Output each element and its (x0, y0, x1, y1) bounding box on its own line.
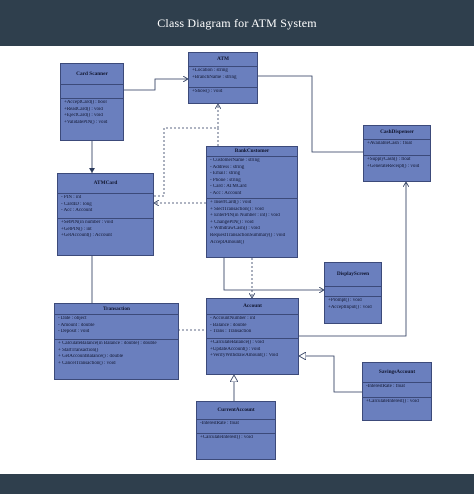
class-cash-dispenser-operations: +SupplyCash() : float +GenerateReceipt()… (364, 156, 430, 171)
class-transaction-operation: + CancelTransaction() : void (58, 360, 116, 366)
class-atm-card-name: ATMCard (58, 174, 153, 194)
class-atm-attribute: +Location : string (192, 68, 228, 73)
class-display-screen-operation: +Prompt() : void (328, 298, 362, 303)
class-display-screen-operation: +AcceptInput() : void (328, 304, 372, 310)
class-transaction-attribute: - Amount : double (58, 322, 95, 328)
class-bank-customer-operation: + SlectTransaction() : void (210, 206, 264, 212)
class-atm-operation: +Show() : void (192, 89, 223, 94)
class-account-operation: +UpdateAccount() : void (210, 346, 261, 352)
connector-account-cashdispenser (298, 182, 406, 337)
class-account-attribute: - Trans : Transaction (210, 329, 252, 335)
class-bank-customer-attribute: - Acc : Account (210, 190, 242, 196)
class-atm-operations: +Show() : void (189, 88, 257, 97)
class-display-screen[interactable]: DisplayScreen +Prompt() : void +AcceptIn… (324, 262, 382, 324)
class-bank-customer-operation: + EnterPIN(in Number : int) : void (210, 213, 280, 219)
class-cash-dispenser-operation: +SupplyCash() : float (367, 157, 411, 162)
class-cash-dispenser-attribute: +AvailableCash : float (367, 141, 412, 146)
class-atm-card[interactable]: ATMCard - PIN : int - CardID : long - Ac… (57, 173, 154, 256)
class-transaction-name: Transaction (55, 304, 178, 315)
class-card-scanner-operation: +ValidatePIN() : void (64, 119, 108, 125)
class-transaction-attributes: - Date : object - Amount : double - Depo… (55, 315, 178, 340)
class-bank-customer-attribute: - Address : string (210, 164, 245, 170)
class-atm-card-operations: +SetPIN(in number : void +GetPIN() : int… (58, 219, 153, 241)
class-bank-customer-attributes: - CustomerName : string - Address : stri… (207, 157, 297, 199)
class-card-scanner-operations: +AcceptCard() : bool +ReadCard() : void … (61, 99, 123, 127)
class-current-account-operation: +CalculateInterest() : void (200, 435, 253, 440)
class-card-scanner[interactable]: Card Scanner +AcceptCard() : bool +ReadC… (60, 63, 124, 141)
class-current-account-attribute: -InterestRate : float (200, 421, 239, 426)
connector-atm-cashdispenser (257, 75, 363, 153)
class-card-scanner-operation: +EjectCard() : void (64, 113, 103, 119)
class-savings-account-name: SavingsAccount (363, 363, 431, 383)
class-cash-dispenser-attributes: +AvailableCash : float (364, 140, 430, 156)
class-transaction[interactable]: Transaction - Date : object - Amount : d… (54, 303, 179, 380)
class-bank-customer-operation: + InsertCard() : void (210, 200, 252, 205)
class-account-operations: +CalculateBalance() : void +UpdateAccoun… (207, 339, 298, 361)
class-transaction-attribute: - Date : object (58, 316, 87, 321)
class-card-scanner-name: Card Scanner (61, 64, 123, 85)
class-bank-customer-operation: RequestTransactionSummary() : void (210, 232, 286, 238)
class-atm-name: ATM (189, 53, 257, 67)
class-cash-dispenser-name: CashDispenser (364, 126, 430, 140)
class-atm-card-operation: +SetPIN(in number : void (61, 220, 114, 225)
class-savings-account-operation: +CalculateInterest() : void (366, 399, 419, 404)
class-bank-customer-attribute: - Phone : string (210, 177, 241, 183)
diagram-footer (0, 474, 474, 494)
connector-cardscanner-atm (123, 79, 188, 91)
diagram-title: Class Diagram for ATM System (157, 15, 317, 30)
class-account-operation: +CalculateBalance() : void (210, 340, 264, 345)
class-bank-customer-operations: + InsertCard() : void + SlectTransaction… (207, 199, 297, 247)
class-card-scanner-operation: +ReadCard() : void (64, 106, 103, 112)
class-bank-customer-operation: + ChangePIN() : void (210, 219, 254, 225)
connector-savings-account (299, 356, 362, 393)
class-atm-card-operation: +GetAccount() : Account (61, 233, 112, 239)
class-transaction-operation: + CalculateBalance(in Balance : double) … (58, 341, 157, 346)
class-account-attribute: - Balance : double (210, 322, 247, 328)
class-atm-attribute: +BranchName : string (192, 74, 237, 80)
class-atm-card-attribute: - Acc : Account (61, 208, 93, 214)
class-atm-card-attribute: - CardID : long (61, 201, 92, 207)
class-atm-card-operation: +GetPIN() : int (61, 226, 92, 232)
class-account-name: Account (207, 299, 298, 315)
connector-bankcustomer-atm (154, 127, 219, 197)
class-transaction-operation: + StartTransaction() (58, 347, 99, 353)
class-transaction-attribute: - Deposit : void (58, 329, 90, 335)
class-bank-customer[interactable]: BankCustomer - CustomerName : string - A… (206, 146, 298, 258)
class-card-scanner-operation: +AcceptCard() : bool (64, 100, 107, 105)
class-savings-account[interactable]: SavingsAccount -InterestRate : float +Ca… (362, 362, 432, 421)
diagram-header: Class Diagram for ATM System (0, 0, 474, 46)
class-atm-attributes: +Location : string +BranchName : string (189, 67, 257, 88)
class-bank-customer-attribute: - Email : string (210, 171, 241, 177)
class-display-screen-operations: +Prompt() : void +AcceptInput() : void (325, 297, 381, 312)
class-savings-account-operations: +CalculateInterest() : void (363, 398, 431, 407)
class-cash-dispenser[interactable]: CashDispenser +AvailableCash : float +Su… (363, 125, 431, 182)
class-bank-customer-name: BankCustomer (207, 147, 297, 157)
class-cash-dispenser-operation: +GenerateReceipt() : void (367, 163, 420, 169)
class-savings-account-attributes: -InterestRate : float (363, 383, 431, 398)
class-account-attributes: - AccountNumber : int - Balance : double… (207, 315, 298, 339)
class-current-account-operations: +CalculateInterest() : void (197, 434, 275, 443)
class-transaction-operation: + GetAccountBalance() : double (58, 354, 124, 360)
class-atm[interactable]: ATM +Location : string +BranchName : str… (188, 52, 258, 104)
class-account-attribute: - AccountNumber : int (210, 316, 256, 321)
class-current-account-name: CurrentAccount (197, 402, 275, 420)
class-account-operation: +VerifyWithdrawAmount() : Void (210, 353, 278, 359)
class-account[interactable]: Account - AccountNumber : int - Balance … (206, 298, 299, 375)
class-current-account-attributes: -InterestRate : float (197, 420, 275, 434)
class-display-screen-attributes (325, 287, 381, 297)
class-atm-card-attributes: - PIN : int - CardID : long - Acc : Acco… (58, 194, 153, 219)
class-card-scanner-attributes (61, 85, 123, 99)
class-bank-customer-operation: + WithdrawCash() : void (210, 226, 260, 232)
class-transaction-operations: + CalculateBalance(in Balance : double) … (55, 340, 178, 368)
connector-bankcustomer-displayscreen (223, 258, 324, 290)
class-current-account[interactable]: CurrentAccount -InterestRate : float +Ca… (196, 401, 276, 460)
class-bank-customer-attribute: - Card : ATMCard (210, 184, 247, 190)
class-bank-customer-operation: AcceptAmount() (210, 239, 244, 245)
class-savings-account-attribute: -InterestRate : float (366, 384, 405, 389)
class-display-screen-name: DisplayScreen (325, 263, 381, 287)
class-bank-customer-attribute: - CustomerName : string (210, 158, 260, 163)
class-atm-card-attribute: - PIN : int (61, 195, 82, 200)
